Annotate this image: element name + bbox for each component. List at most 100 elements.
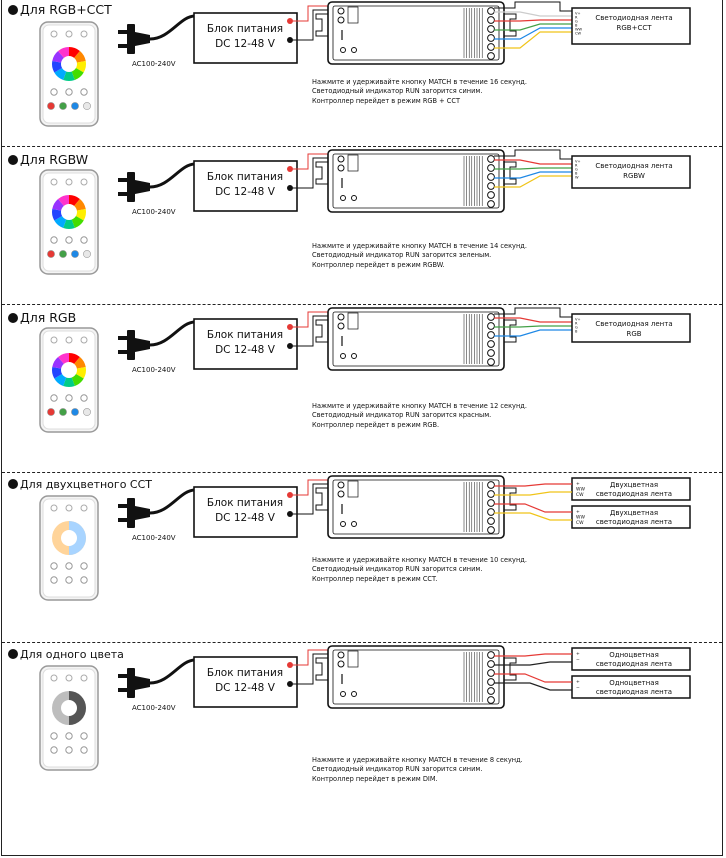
output-terminal [487, 43, 495, 51]
zone-button-icon [65, 336, 73, 344]
output-terminal [487, 173, 495, 181]
section-title-text: Для одного цвета [20, 648, 124, 661]
output-terminal [487, 687, 495, 695]
section-divider [2, 146, 722, 147]
output-terminal [487, 322, 495, 330]
remote-button-icon [80, 394, 88, 402]
power-supply-voltage: DC 12-48 V [215, 682, 276, 694]
power-plug-icon [118, 14, 196, 54]
match-button [340, 353, 346, 359]
strip-pin-label: W [575, 176, 579, 180]
led-strip-box [571, 647, 691, 671]
strip-pin-label: WW [576, 515, 585, 521]
strip-type-label: RGB+CCT [616, 24, 652, 32]
output-terminal [487, 340, 495, 348]
strip-pin-label: B [575, 172, 578, 176]
strip-pin-label: R [575, 16, 578, 20]
ac-cable [149, 162, 196, 189]
remote-button-icon [65, 576, 73, 584]
plug-prong [118, 178, 128, 182]
bullet-icon [8, 5, 18, 15]
green-color-button [59, 102, 67, 110]
plug-prong [118, 674, 128, 678]
instruction-note: Нажмите и удерживайте кнопку MATCH в теч… [312, 242, 527, 270]
strip-pin-label: + [576, 481, 580, 487]
color-wheel-segment [63, 370, 75, 387]
instruction-line: Светодиодный индикатор RUN загорится зел… [312, 251, 492, 260]
psu-negative-terminal [287, 185, 293, 191]
input-terminal [337, 490, 345, 498]
remote-control [39, 169, 99, 275]
remote-control [39, 495, 99, 601]
instruction-line: Нажмите и удерживайте кнопку MATCH в теч… [312, 402, 527, 410]
output-wire [494, 317, 572, 323]
plug-body [135, 676, 150, 690]
instruction-note: Нажмите и удерживайте кнопку MATCH в теч… [312, 756, 523, 784]
plug-prong [118, 688, 128, 692]
output-terminal [487, 34, 495, 42]
remote-button-icon [50, 88, 58, 96]
plug-prong [118, 504, 128, 508]
strip-pin-label: V+ [575, 12, 580, 16]
controller-housing [327, 645, 505, 709]
output-terminal [487, 16, 495, 24]
output-terminal [487, 678, 495, 686]
output-terminal [487, 164, 495, 172]
strip-pin-label: G [575, 20, 578, 24]
plug-prong [118, 518, 128, 522]
controller-housing [327, 307, 505, 371]
output-terminal [487, 349, 495, 357]
input-terminal-block [347, 154, 359, 172]
output-terminal [487, 7, 495, 15]
common-wire [494, 307, 572, 318]
power-supply-label: Блок питания [207, 329, 283, 341]
psu-negative-terminal [287, 37, 293, 43]
led-strip-box [571, 505, 691, 529]
controller-panel [332, 153, 500, 209]
output-terminal [487, 526, 495, 534]
output-wire [494, 23, 572, 31]
output-terminal [487, 651, 495, 659]
strip-type-label: светодиодная лента [596, 490, 672, 498]
section-title-text: Для RGBW [20, 152, 89, 167]
output-terminal [487, 660, 495, 668]
remote-button-icon [80, 576, 88, 584]
controller-panel [332, 649, 500, 705]
remote-button-icon [65, 88, 73, 96]
output-wire [494, 491, 572, 496]
output-terminal [487, 358, 495, 366]
match-button [340, 195, 346, 201]
plug-prong [118, 336, 128, 340]
power-icon [50, 674, 58, 682]
output-wire [494, 673, 572, 683]
zone-button-icon [80, 30, 88, 38]
power-supply-voltage: DC 12-48 V [215, 344, 276, 356]
output-wire [494, 167, 572, 170]
remote-button-icon [50, 562, 58, 570]
power-supply-voltage: DC 12-48 V [215, 512, 276, 524]
bullet-icon [8, 479, 18, 489]
strip-pin-label: WW [575, 28, 583, 32]
strip-pin-label: + [576, 651, 580, 657]
wheel-center [61, 530, 77, 546]
strip-pin-label: − [576, 658, 580, 663]
output-terminal [487, 155, 495, 163]
power-plug-icon [118, 658, 196, 698]
section-title-text: Для двухцветного CCT [20, 478, 152, 491]
power-supply-box [193, 486, 298, 538]
output-wire [494, 11, 572, 17]
red-color-button [47, 250, 55, 258]
psu-negative-terminal [287, 511, 293, 517]
strip-pin-label: G [575, 326, 578, 330]
output-wire [494, 19, 572, 22]
output-terminal [487, 331, 495, 339]
zone-button-icon [65, 30, 73, 38]
power-plug-icon [118, 320, 196, 360]
output-wire [494, 503, 572, 513]
output-wire [494, 329, 572, 337]
instruction-line: Контроллер перейдет в режим RGB + CCT [312, 96, 460, 105]
